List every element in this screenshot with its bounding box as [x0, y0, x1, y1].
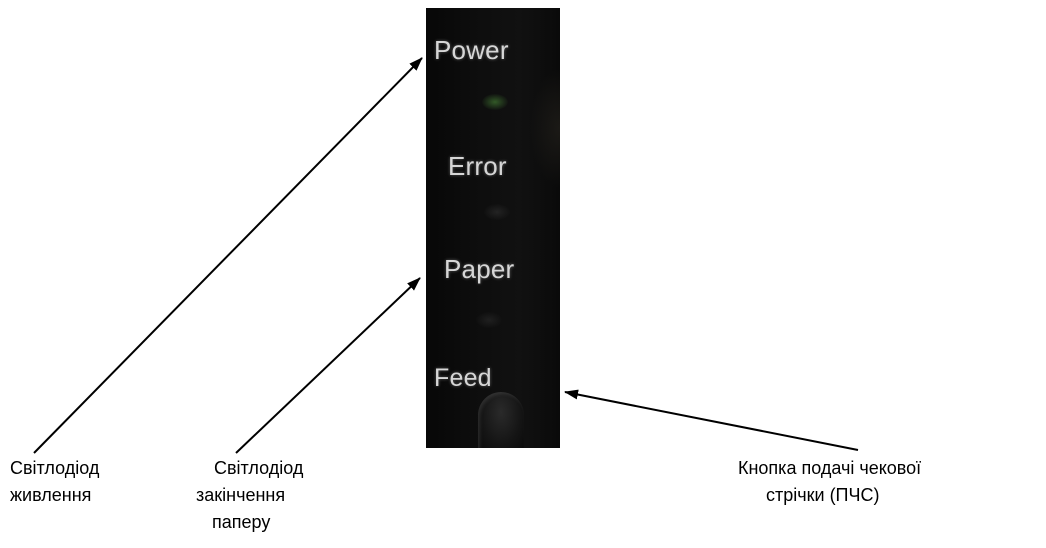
- arrow-feed-button: [564, 389, 859, 451]
- callout-feed-button: Кнопка подачі чекової стрічки (ПЧС): [738, 455, 921, 509]
- arrow-paper-led: [235, 277, 421, 454]
- callout-feed-button-line2: стрічки (ПЧС): [766, 485, 880, 505]
- callout-feed-button-line1: Кнопка подачі чекової: [738, 458, 922, 478]
- panel-label-error: Error: [448, 151, 507, 181]
- callout-paper-led: Світлодіод закінчення паперу: [196, 455, 303, 536]
- feed-button: [478, 392, 524, 448]
- callout-paper-led-line2: закінчення: [196, 485, 286, 505]
- arrow-power-led: [33, 57, 423, 454]
- callout-power-led-line1: Світлодіод: [10, 458, 100, 478]
- power-led: [482, 94, 508, 110]
- error-led: [484, 204, 510, 220]
- callout-power-led: Світлодіод живлення: [10, 455, 99, 509]
- panel-label-power: Power: [434, 35, 509, 65]
- panel-label-feed: Feed: [434, 364, 492, 392]
- callout-paper-led-line1: Світлодіод: [214, 458, 304, 478]
- paper-led: [476, 312, 502, 328]
- callout-paper-led-line3: паперу: [212, 512, 271, 532]
- printer-led-panel: Power Error Paper Feed: [426, 8, 560, 448]
- panel-label-paper: Paper: [444, 254, 515, 284]
- callout-power-led-line2: живлення: [10, 485, 92, 505]
